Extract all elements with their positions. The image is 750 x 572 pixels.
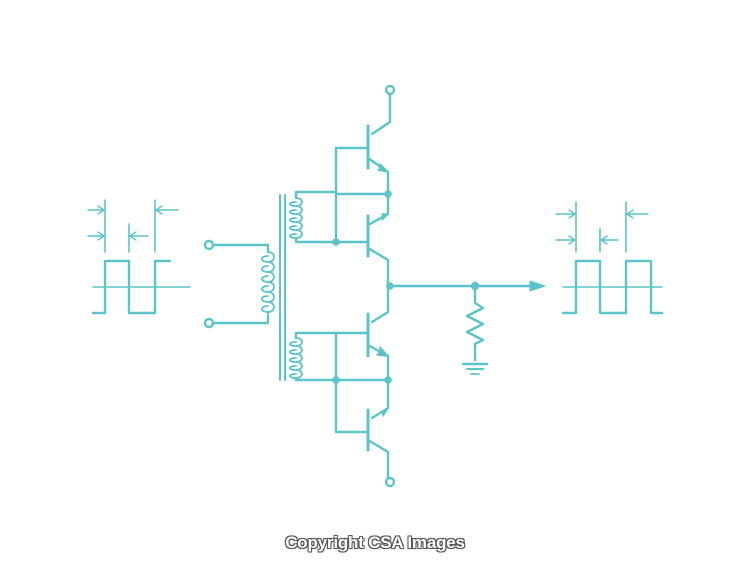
input-waveform — [87, 199, 191, 315]
output-waveform — [555, 201, 664, 315]
transformer — [203, 190, 338, 382]
copyright-watermark: Copyright CSA Images — [285, 533, 465, 552]
load-resistor — [465, 281, 485, 362]
ground — [461, 362, 489, 375]
transistor-stack — [332, 84, 546, 488]
